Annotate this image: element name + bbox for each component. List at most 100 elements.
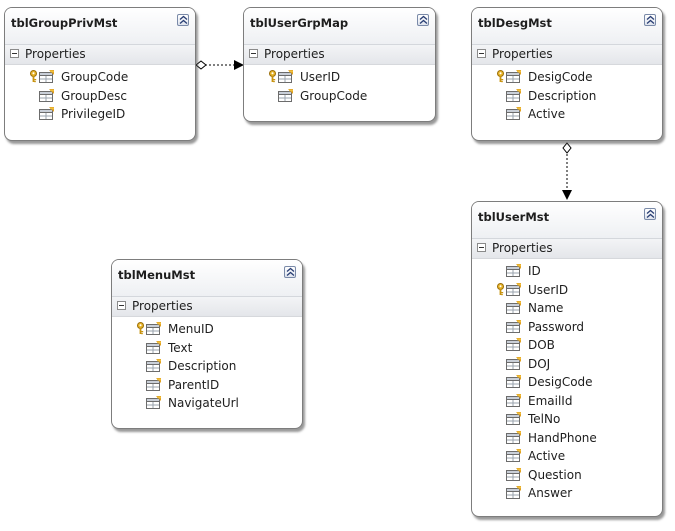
field-row[interactable]: GroupCode (244, 87, 435, 106)
field-name: ParentID (168, 377, 220, 392)
field-row[interactable]: Description (112, 357, 302, 376)
field-row[interactable]: Text (112, 339, 302, 358)
field-row[interactable]: EmailId (472, 392, 662, 411)
table-field-icon (146, 377, 162, 395)
field-name: Text (168, 340, 193, 355)
table-field-icon (278, 88, 294, 106)
field-row[interactable]: ID (472, 262, 662, 281)
field-name: GroupDesc (61, 88, 128, 103)
entity-header[interactable]: tblUserGrpMap (244, 8, 435, 45)
primary-key-icon (496, 282, 505, 299)
table-field-icon (39, 70, 55, 87)
table-field-icon (506, 107, 522, 124)
field-name: GroupCode (300, 88, 368, 103)
field-name: DesigCode (528, 70, 593, 84)
field-row[interactable]: DesigCode (472, 373, 662, 392)
collapse-button[interactable] (417, 14, 429, 26)
properties-section-header[interactable]: Properties (244, 45, 435, 65)
field-row[interactable]: DOJ (472, 355, 662, 374)
section-collapse-toggle[interactable] (117, 301, 126, 310)
table-field-icon (506, 319, 522, 337)
properties-section-header[interactable]: Properties (5, 45, 195, 65)
properties-section-header[interactable]: Properties (112, 297, 302, 317)
table-field-icon (506, 467, 522, 485)
table-field-icon (506, 301, 522, 318)
section-label: Properties (132, 299, 193, 313)
table-field-icon (506, 88, 522, 106)
properties-section-header[interactable]: Properties (472, 45, 662, 65)
field-row[interactable]: ParentID (112, 376, 302, 395)
table-field-icon (506, 264, 522, 281)
section-label: Properties (492, 241, 553, 255)
field-name: Answer (528, 486, 573, 500)
table-field-icon (146, 359, 162, 376)
relationship-desgmst-usermst[interactable] (562, 142, 572, 200)
table-field-icon (506, 356, 522, 374)
table-field-icon (39, 88, 55, 106)
table-field-icon (146, 322, 162, 339)
field-row[interactable]: DOB (472, 336, 662, 355)
field-name: Active (528, 107, 566, 121)
field-row[interactable]: Name (472, 299, 662, 318)
field-row[interactable]: Answer (472, 484, 662, 503)
field-name: MenuID (168, 322, 214, 336)
section-collapse-toggle[interactable] (477, 243, 486, 252)
field-name: DesigCode (528, 375, 593, 389)
field-row[interactable]: Question (472, 466, 662, 485)
field-row[interactable]: TelNo (472, 410, 662, 429)
field-name: TelNo (528, 412, 561, 426)
field-row[interactable]: GroupDesc (5, 87, 195, 106)
section-collapse-toggle[interactable] (10, 49, 19, 58)
field-row[interactable]: DesigCode (472, 68, 662, 87)
table-field-icon (146, 396, 162, 413)
table-field-icon (506, 393, 522, 411)
field-row[interactable]: MenuID (112, 320, 302, 339)
section-label: Properties (264, 47, 325, 61)
field-name: DOB (528, 338, 555, 352)
table-field-icon (506, 486, 522, 503)
section-collapse-toggle[interactable] (249, 49, 258, 58)
primary-key-icon (268, 70, 277, 86)
relationship-groupprivmst-usergrpmap[interactable] (195, 60, 244, 70)
field-name: PrivilegeID (61, 107, 126, 121)
collapse-button[interactable] (284, 266, 296, 278)
properties-section-header[interactable]: Properties (472, 239, 662, 259)
field-row[interactable]: GroupCode (5, 68, 195, 87)
field-name: EmailId (528, 393, 573, 408)
field-row[interactable]: HandPhone (472, 429, 662, 448)
collapse-button[interactable] (177, 14, 189, 26)
field-row[interactable]: Active (472, 105, 662, 124)
collapse-button[interactable] (644, 14, 656, 26)
field-row[interactable]: UserID (472, 281, 662, 300)
primary-key-icon (496, 70, 505, 86)
field-list: UserID GroupCode (244, 65, 435, 105)
entity-header[interactable]: tblDesgMst (472, 8, 662, 45)
entity-header[interactable]: tblUserMst (472, 202, 662, 239)
field-row[interactable]: Description (472, 87, 662, 106)
entity-header[interactable]: tblMenuMst (112, 260, 302, 297)
field-row[interactable]: Password (472, 318, 662, 337)
field-name: Name (528, 301, 564, 315)
field-name: UserID (300, 70, 341, 84)
field-row[interactable]: UserID (244, 68, 435, 87)
entity-title: tblMenuMst (118, 268, 196, 282)
table-field-icon (146, 340, 162, 358)
field-row[interactable]: NavigateUrl (112, 394, 302, 413)
table-field-icon (506, 375, 522, 392)
field-row[interactable]: Active (472, 447, 662, 466)
table-field-icon (506, 430, 522, 448)
field-row[interactable]: PrivilegeID (5, 105, 195, 124)
field-name: Active (528, 449, 566, 463)
primary-key-icon (136, 322, 145, 338)
entity-header[interactable]: tblGroupPrivMst (5, 8, 195, 45)
section-collapse-toggle[interactable] (477, 49, 486, 58)
collapse-button[interactable] (644, 208, 656, 220)
table-field-icon (278, 70, 294, 87)
